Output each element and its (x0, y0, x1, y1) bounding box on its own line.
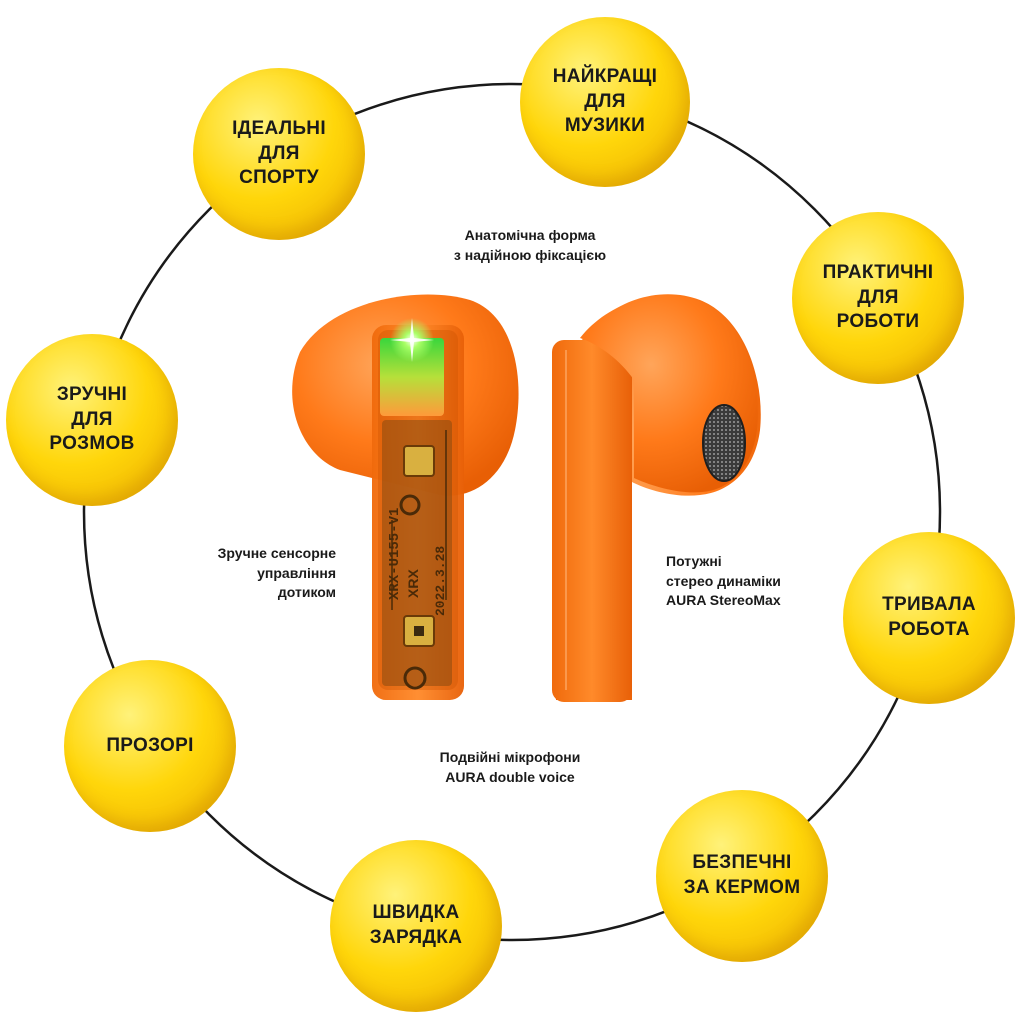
bubble-sport: ІДЕАЛЬНІ ДЛЯ СПОРТУ (193, 68, 365, 240)
caption-stereo-speakers: Потужні стерео динаміки AURA StereoMax (666, 553, 781, 609)
bubble-calls: ЗРУЧНІ ДЛЯ РОЗМОВ (6, 334, 178, 506)
pcb-date-text: 2022.3.28 (433, 546, 448, 616)
bubble-label: БЕЗПЕЧНІ ЗА КЕРМОМ (683, 852, 801, 898)
bubble-label: ТРИВАЛА РОБОТА (882, 594, 976, 640)
bubble-battery: ТРИВАЛА РОБОТА (843, 532, 1015, 704)
bubble-label: ПРОЗОРІ (106, 734, 194, 756)
bubble-driving: БЕЗПЕЧНІ ЗА КЕРМОМ (656, 790, 828, 962)
bubble-music: НАЙКРАЩІ ДЛЯ МУЗИКИ (520, 17, 690, 187)
speaker-mesh-icon (702, 404, 746, 482)
bubble-label: НАЙКРАЩІ ДЛЯ МУЗИКИ (552, 65, 658, 137)
bubble-label: ЗРУЧНІ ДЛЯ РОЗМОВ (49, 383, 135, 455)
bubble-label: ІДЕАЛЬНІ ДЛЯ СПОРТУ (232, 117, 326, 189)
bubble-charging: ШВИДКА ЗАРЯДКА (330, 840, 502, 1012)
bubble-transparent: ПРОЗОРІ (64, 660, 236, 832)
left-earbud-icon: XRX-U155-V1 XRX 2022.3.28 (292, 294, 519, 700)
bubble-label: ШВИДКА ЗАРЯДКА (369, 902, 463, 948)
bubble-work: ПРАКТИЧНІ ДЛЯ РОБОТИ (792, 212, 964, 384)
caption-touch-control: Зручне сенсорне управління дотиком (217, 545, 336, 601)
bubble-label: ПРАКТИЧНІ ДЛЯ РОБОТИ (822, 261, 934, 333)
pcb-model-text: XRX-U155-V1 (387, 508, 403, 600)
caption-dual-mics: Подвійні мікрофони AURA double voice (439, 749, 581, 785)
pcb-brand-text: XRX (405, 569, 421, 598)
right-earbud-icon (552, 294, 761, 702)
caption-anatomic-shape: Анатомічна форма з надійною фіксацією (453, 227, 607, 263)
